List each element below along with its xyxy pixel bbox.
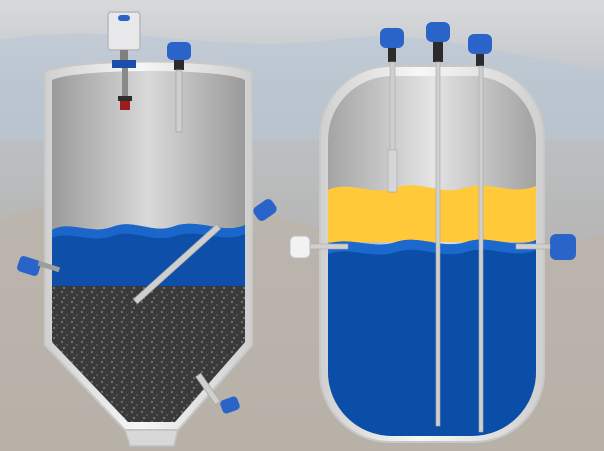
- radar-sensor-1-neck: [388, 48, 396, 62]
- left-tank-side-sensor-left: [17, 256, 61, 276]
- radar-sensor-3-neck: [476, 54, 484, 66]
- right-tank-sensor-1: [380, 28, 404, 193]
- radar-sensor-3-rod: [478, 65, 484, 433]
- radar-sensor-1-float: [387, 149, 398, 193]
- right-tank-side-sensor-right: [515, 234, 576, 260]
- diagonal-sensor-head: [253, 199, 277, 221]
- radar-sensor-2-rod: [435, 61, 441, 427]
- left-tank-diagonal-sensor: [132, 199, 277, 305]
- left-tank-granules: [52, 286, 245, 422]
- bottom-sensor-head: [220, 396, 240, 414]
- diagonal-sensor-probe: [132, 223, 222, 305]
- control-housing-red-tip: [120, 100, 130, 110]
- vibration-fork-sensor-icon-right: [550, 234, 576, 260]
- left-tank-bottom-sensor: [195, 372, 240, 414]
- guided-wave-radar-icon: [380, 28, 404, 48]
- left-tank-blue-layer: [52, 223, 245, 286]
- control-housing-neck: [120, 50, 128, 60]
- side-sensor-stem: [37, 260, 61, 273]
- radar-sensor-2-neck: [433, 42, 443, 62]
- level-sensor-icon: [167, 42, 191, 60]
- control-housing-badge: [118, 15, 130, 21]
- left-tank-outlet: [123, 429, 179, 447]
- left-tank-blue-highlight: [52, 223, 245, 239]
- right-tank-blue-liquid: [328, 239, 536, 436]
- right-tank-blue-highlight: [328, 239, 536, 255]
- vibration-fork-sensor-icon-left: [289, 235, 311, 259]
- left-tank-control-housing: [107, 11, 141, 110]
- control-housing-probe: [122, 68, 128, 102]
- right-tank-yellow-layer: [328, 185, 536, 242]
- right-tank: [289, 22, 576, 443]
- left-tank-top-level-sensor: [167, 42, 191, 133]
- right-tank-sensor-3: [468, 34, 492, 433]
- control-housing-tip-cap: [118, 96, 132, 101]
- level-sensor-rod: [175, 69, 183, 133]
- control-housing-flange: [112, 60, 136, 68]
- left-tank: [17, 11, 277, 447]
- right-tank-sensor-2: [426, 22, 450, 427]
- side-sensor-left-probe: [309, 243, 349, 250]
- guided-wave-radar-icon-2: [426, 22, 450, 42]
- right-tank-side-sensor-left: [289, 235, 349, 259]
- vibration-fork-sensor-icon: [17, 256, 41, 276]
- side-sensor-right-probe: [515, 243, 551, 250]
- bottom-sensor-stem: [195, 372, 221, 406]
- level-sensor-neck: [174, 60, 184, 70]
- guided-wave-radar-icon-3: [468, 34, 492, 54]
